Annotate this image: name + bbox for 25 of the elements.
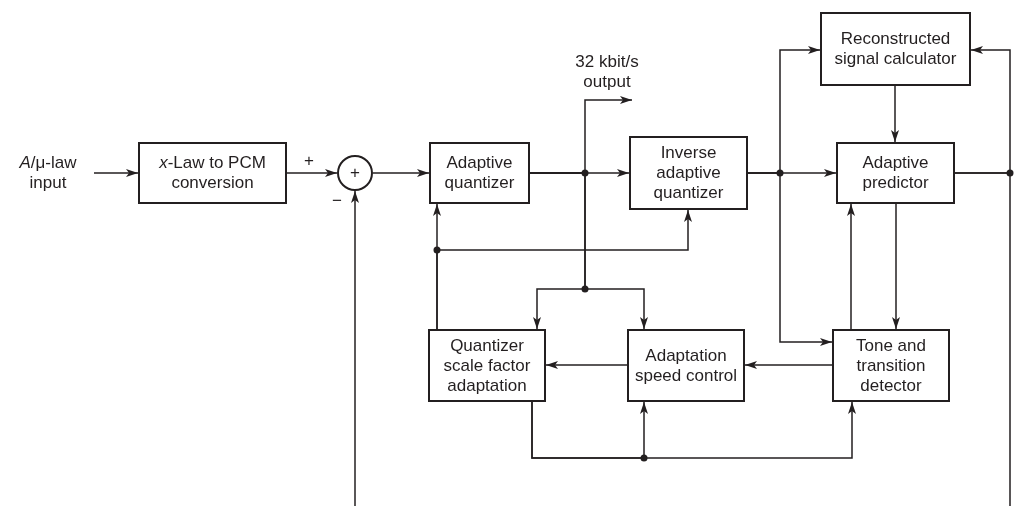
process-box: Adaptive quantizer: [429, 142, 530, 204]
arrow: [747, 172, 833, 346]
arrow: [892, 203, 900, 330]
arrow: [93, 169, 139, 177]
arrow: [286, 169, 338, 177]
arrow: [531, 401, 856, 459]
process-box: Adaptation speed control: [627, 329, 745, 402]
arrow: [744, 361, 833, 369]
sign-label: +: [304, 152, 314, 170]
input-label: A/μ-law input: [2, 150, 94, 196]
summing-junction: +: [337, 155, 373, 191]
process-box: Reconstructed signal calculator: [820, 12, 971, 86]
arrow: [891, 85, 899, 143]
arrow: [847, 203, 855, 330]
arrow: [529, 172, 648, 330]
arrow: [372, 169, 430, 177]
process-box: Tone and transition detector: [832, 329, 950, 402]
arrow: [351, 190, 359, 506]
process-box: Inverse adaptive quantizer: [629, 136, 748, 210]
arrow: [545, 361, 628, 369]
process-box: Quantizer scale factor adaptation: [428, 329, 546, 402]
arrow: [436, 209, 692, 330]
process-box: x-Law to PCM conversion: [138, 142, 287, 204]
process-box: Adaptive predictor: [836, 142, 955, 204]
sign-label: −: [332, 192, 342, 210]
